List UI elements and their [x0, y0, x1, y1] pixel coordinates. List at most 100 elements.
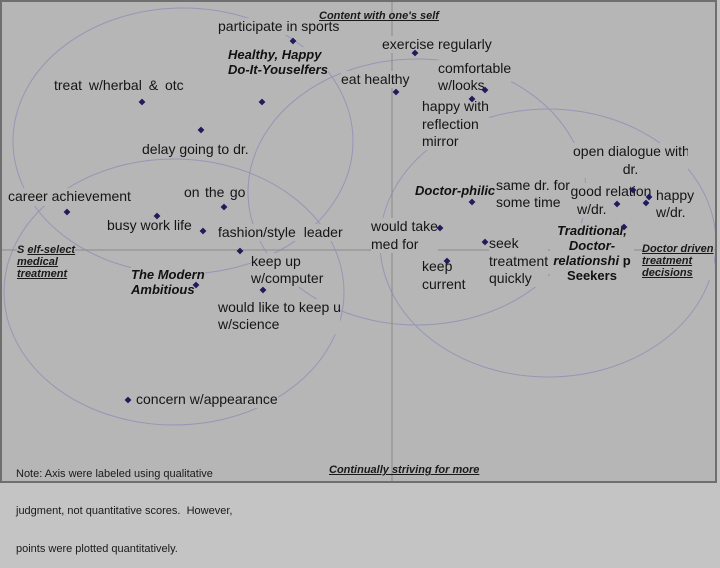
data-point-concern-w-appearance	[124, 396, 132, 404]
segment-point-traditional-doctor-relationship-seekers	[620, 223, 628, 231]
data-label-line: seek	[489, 235, 519, 252]
data-point-participate-in-sports	[289, 37, 297, 45]
axis-label-left-line: S elf-select	[17, 244, 75, 256]
data-point-would-like-to-keep-up-w-science	[259, 286, 267, 294]
data-label-on-the-go: on the go	[184, 184, 246, 202]
data-label-line: mirror	[422, 132, 459, 149]
data-label-line: on the go	[184, 184, 246, 200]
data-point-open-dialogue-with-dr	[629, 186, 637, 194]
data-label-line: med for	[371, 235, 419, 252]
axis-label-right-line: Doctor driven	[642, 243, 714, 255]
data-label-would-like-to-keep-up-w-science: would like to keep up w/science	[218, 299, 340, 334]
data-label-line: w/dr.	[656, 203, 686, 220]
segment-label-line: Seekers	[567, 268, 617, 284]
data-point-on-the-go	[220, 203, 228, 211]
data-point-comfortable-w-looks	[481, 86, 489, 94]
data-label-delay-going-to-dr: delay going to dr.	[142, 140, 249, 158]
axis-label-right-line: treatment	[642, 255, 693, 268]
data-label-line: participate in sports	[218, 17, 340, 34]
data-label-happy-w-dr: happy w/dr.	[656, 186, 695, 222]
data-label-line: happy	[656, 186, 695, 203]
data-point-keep-up-w-computer	[236, 247, 244, 255]
data-label-line: concern w/appearance	[136, 391, 278, 407]
segment-label-line: Doctor-	[568, 238, 616, 254]
data-label-open-dialogue-with-dr: open dialogue with dr.	[573, 143, 688, 178]
segment-label-healthy-happy-do-it-youselfers: Healthy, Happy Do-It-Youselfers	[228, 46, 328, 77]
axis-label-right-line: decisions	[642, 267, 693, 280]
data-label-line: career achievement	[8, 188, 131, 205]
data-label-comfortable-w-looks: comfortable w/looks	[438, 60, 512, 95]
data-point-fashion-style-leader	[199, 227, 207, 235]
data-label-line: open dialogue with	[573, 143, 688, 160]
footnote-line: Note: Axis were labeled using qualitativ…	[16, 467, 213, 480]
data-label-participate-in-sports: participate in sports	[218, 17, 340, 35]
segment-label-traditional-doctor-relationship-seekers: Traditional, Doctor- relationshi p Seeke…	[550, 223, 634, 284]
data-label-line: eat healthy	[341, 70, 410, 87]
data-label-line: happy with	[422, 98, 489, 115]
data-label-keep-current: keep current	[422, 258, 466, 293]
data-label-line: w/dr.	[577, 200, 607, 217]
data-label-line: comfortable	[438, 60, 512, 76]
data-label-line: some time	[496, 193, 561, 210]
data-point-happy-with-reflection-mirror	[468, 95, 476, 103]
data-label-fashion-style-leader: fashion/style leader	[218, 224, 343, 242]
chart-footnote: Note: Axis were labeled using qualitativ…	[16, 443, 232, 568]
data-label-treat-w-herbal-otc: treat w/herbal & otc	[54, 76, 184, 94]
data-point-same-dr-for-some-time	[642, 199, 650, 207]
data-label-line: same dr. for	[496, 176, 570, 193]
segment-point-healthy-happy-do-it-youselfers	[258, 98, 266, 106]
data-label-line: reflection	[422, 115, 479, 132]
data-point-treat-w-herbal-otc	[138, 98, 146, 106]
data-point-eat-healthy	[392, 88, 400, 96]
data-label-line: w/science	[218, 316, 280, 333]
data-label-line: keep	[422, 258, 453, 275]
data-label-line: fashion/style leader	[218, 224, 343, 240]
segment-label-fragment: p	[622, 253, 631, 269]
data-point-delay-going-to-dr	[197, 126, 205, 134]
segment-label-fragment: relationshi	[553, 253, 620, 269]
cluster-ellipse-2	[3, 158, 345, 426]
data-label-line: exercise regularly	[382, 36, 492, 52]
axis-label-right: Doctor driven treatment decisions	[642, 243, 714, 280]
data-label-happy-with-reflection-mirror: happy with reflection mirror	[422, 98, 489, 151]
data-label-line: good relation	[570, 183, 652, 200]
axis-label-left-line: medical	[17, 256, 58, 269]
data-label-same-dr-for-some-time: same dr. for some time	[496, 176, 570, 212]
data-label-would-take-med-for: would take med for	[371, 218, 438, 253]
data-label-line: w/computer	[251, 269, 324, 286]
data-point-happy-w-dr	[645, 193, 653, 201]
data-label-exercise-regularly: exercise regularly	[382, 36, 492, 54]
data-label-eat-healthy: eat healthy	[341, 70, 410, 88]
data-label-busy-work-life: busy work life	[107, 216, 192, 234]
segment-label-line: The Modern	[131, 267, 205, 283]
footnote-line: points were plotted quantitatively.	[16, 542, 178, 555]
segment-point-doctor-philic	[468, 198, 476, 206]
data-label-career-achievement: career achievement	[8, 188, 131, 206]
segment-label-the-modern-ambitious: The Modern Ambitious	[131, 267, 205, 298]
axis-label-left-rest: elf-select	[27, 244, 76, 256]
data-point-keep-current	[443, 257, 451, 265]
data-point-busy-work-life	[153, 212, 161, 220]
data-point-would-take-med-for	[436, 224, 444, 232]
data-label-line: delay going to dr.	[142, 140, 249, 157]
axis-label-bottom-text: Continually striving for more	[329, 464, 480, 476]
data-label-line: dr.	[622, 160, 639, 177]
axis-label-left-line: treatment	[17, 268, 68, 281]
segment-label-line: Doctor-philic	[415, 183, 496, 198]
segment-label-doctor-philic: Doctor-philic	[415, 183, 496, 198]
axis-label-left: S elf-select medical treatment	[17, 244, 76, 281]
segment-label-line: relationshi p	[550, 253, 634, 268]
segment-label-line: Traditional,	[557, 223, 627, 239]
axis-label-left-lead: S	[17, 244, 25, 256]
segment-label-line: Ambitious	[131, 282, 195, 298]
data-label-line: treat w/herbal & otc	[54, 76, 184, 93]
axis-label-bottom: Continually striving for more	[329, 464, 479, 476]
segment-point-the-modern-ambitious	[192, 281, 200, 289]
data-label-line: busy work life	[107, 216, 192, 233]
data-label-line: current	[422, 275, 466, 292]
axis-label-top-text: Content with one's self	[319, 10, 439, 22]
data-point-career-achievement	[63, 208, 71, 216]
data-label-line: would like to keep up	[218, 299, 340, 315]
data-label-line: keep up	[251, 252, 301, 269]
data-point-exercise-regularly	[411, 49, 419, 57]
